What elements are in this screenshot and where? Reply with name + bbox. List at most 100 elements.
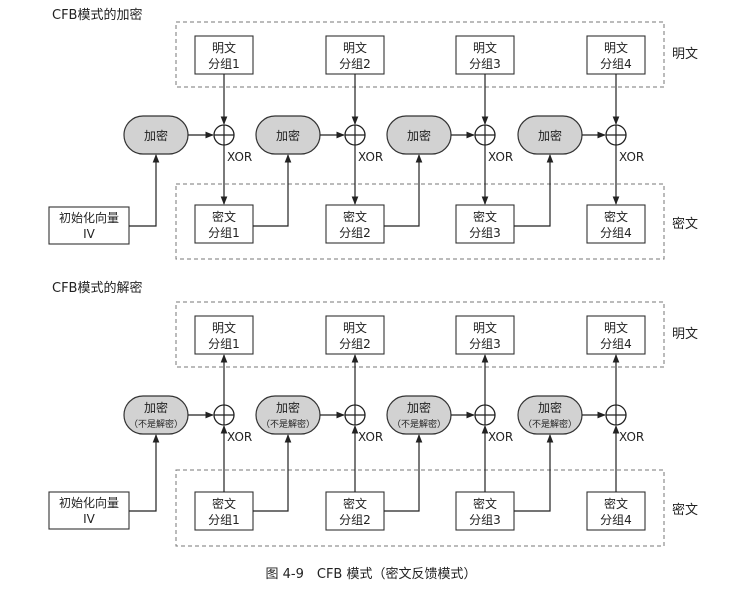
cipher-block-2-line2: 分组2 [339,513,371,527]
plain-block-1-line2: 分组1 [208,57,240,71]
cipher-block-1-line1: 密文 [212,496,236,511]
not-decrypt-note: （不是解密） [261,418,315,430]
not-decrypt-note: （不是解密） [523,418,577,430]
decryption-section: CFB模式的解密 明文 密文 初始化向量 IV 明文 分组1 明文 分组2 明文… [48,280,698,547]
encrypt-label: 加密 [407,128,431,143]
plain-block-2-line1: 明文 [343,40,367,55]
xor-label: XOR [488,150,513,164]
xor-operator: XOR [344,124,383,164]
plain-block-2-line1: 明文 [343,320,367,335]
cipher-block-2-line1: 密文 [343,209,367,224]
not-decrypt-note: （不是解密） [392,418,446,430]
plain-block: 明文 分组2 [325,315,385,355]
encrypt-label: 加密 [276,400,300,415]
plain-block-4-line2: 分组4 [600,337,632,351]
encrypt-function: 加密 [255,115,321,155]
xor-operator: XOR [474,404,513,444]
plain-block-3-line2: 分组3 [469,337,501,351]
xor-label: XOR [488,430,513,444]
encrypt-label: 加密 [144,128,168,143]
encryption-title: CFB模式的加密 [52,7,142,23]
iv-box [48,491,130,530]
cipher-block: 密文 分组3 [455,491,515,531]
encrypt-function: 加密 [517,115,583,155]
cipher-block: 密文 分组2 [325,491,385,531]
flow-arrows [129,74,620,227]
plain-block: 明文 分组3 [455,35,515,75]
xor-operator: XOR [605,124,644,164]
plain-block-2-line2: 分组2 [339,337,371,351]
plaintext-region-label: 明文 [672,47,698,62]
cipher-block: 密文 分组4 [586,491,646,531]
cipher-block-2-line2: 分组2 [339,226,371,240]
ciphertext-region [175,183,665,260]
not-decrypt-note: （不是解密） [129,418,183,430]
cipher-block-2-line1: 密文 [343,496,367,511]
iv-label-line1: 初始化向量 [59,495,119,510]
cipher-block-1-line1: 密文 [212,209,236,224]
plain-block-2-line2: 分组2 [339,57,371,71]
xor-label: XOR [619,430,644,444]
plain-block: 明文 分组2 [325,35,385,75]
encrypt-label: 加密 [276,128,300,143]
xor-label: XOR [227,430,252,444]
iv-label-line2: IV [83,512,96,526]
encrypt-function: 加密 （不是解密） [123,395,189,435]
encrypt-function: 加密 [386,115,452,155]
encrypt-function: 加密 （不是解密） [255,395,321,435]
cipher-block-3-line2: 分组3 [469,513,501,527]
encrypt-function: 加密 （不是解密） [386,395,452,435]
plaintext-region [175,21,665,88]
encrypt-label: 加密 [407,400,431,415]
cipher-block-4-line2: 分组4 [600,513,632,527]
plain-block-1-line1: 明文 [212,320,236,335]
cipher-block: 密文 分组3 [455,204,515,244]
cipher-block-1-line2: 分组1 [208,513,240,527]
xor-operator: XOR [344,404,383,444]
plain-block-4-line1: 明文 [604,40,628,55]
decryption-title: CFB模式的解密 [52,280,142,296]
ciphertext-region-label: 密文 [672,216,698,232]
cipher-block-3-line1: 密文 [473,209,497,224]
cipher-block: 密文 分组1 [194,204,254,244]
cipher-block-3-line2: 分组3 [469,226,501,240]
cipher-block-1-line2: 分组1 [208,226,240,240]
plain-block: 明文 分组4 [586,35,646,75]
plain-block-3-line1: 明文 [473,320,497,335]
plain-block-1-line1: 明文 [212,40,236,55]
xor-operator: XOR [213,124,252,164]
encrypt-label: 加密 [538,128,562,143]
cipher-block-4-line1: 密文 [604,496,628,511]
cipher-block: 密文 分组2 [325,204,385,244]
plain-block-1-line2: 分组1 [208,337,240,351]
plain-block-4-line2: 分组4 [600,57,632,71]
xor-operator: XOR [605,404,644,444]
iv-label-line1: 初始化向量 [59,210,119,225]
encryption-section: CFB模式的加密 明文 密文 初始化向量 IV 明文 分组1 明文 分组2 明文… [48,7,698,260]
cipher-block-3-line1: 密文 [473,496,497,511]
encrypt-label: 加密 [144,400,168,415]
plaintext-region [175,301,665,368]
xor-label: XOR [358,430,383,444]
xor-operator: XOR [474,124,513,164]
plaintext-region-label: 明文 [672,327,698,342]
xor-label: XOR [619,150,644,164]
plain-block: 明文 分组3 [455,315,515,355]
plain-block: 明文 分组1 [194,35,254,75]
ciphertext-region [175,469,665,547]
flow-arrows [129,354,620,512]
xor-label: XOR [227,150,252,164]
plain-block: 明文 分组4 [586,315,646,355]
figure-caption: 图 4-9 CFB 模式（密文反馈模式） [266,566,477,582]
encrypt-function: 加密 [123,115,189,155]
cipher-block: 密文 分组4 [586,204,646,244]
xor-label: XOR [358,150,383,164]
plain-block: 明文 分组1 [194,315,254,355]
encrypt-function: 加密 （不是解密） [517,395,583,435]
cipher-block-4-line2: 分组4 [600,226,632,240]
cipher-block: 密文 分组1 [194,491,254,531]
ciphertext-region-label: 密文 [672,502,698,518]
iv-label-line2: IV [83,227,96,241]
cipher-block-4-line1: 密文 [604,209,628,224]
